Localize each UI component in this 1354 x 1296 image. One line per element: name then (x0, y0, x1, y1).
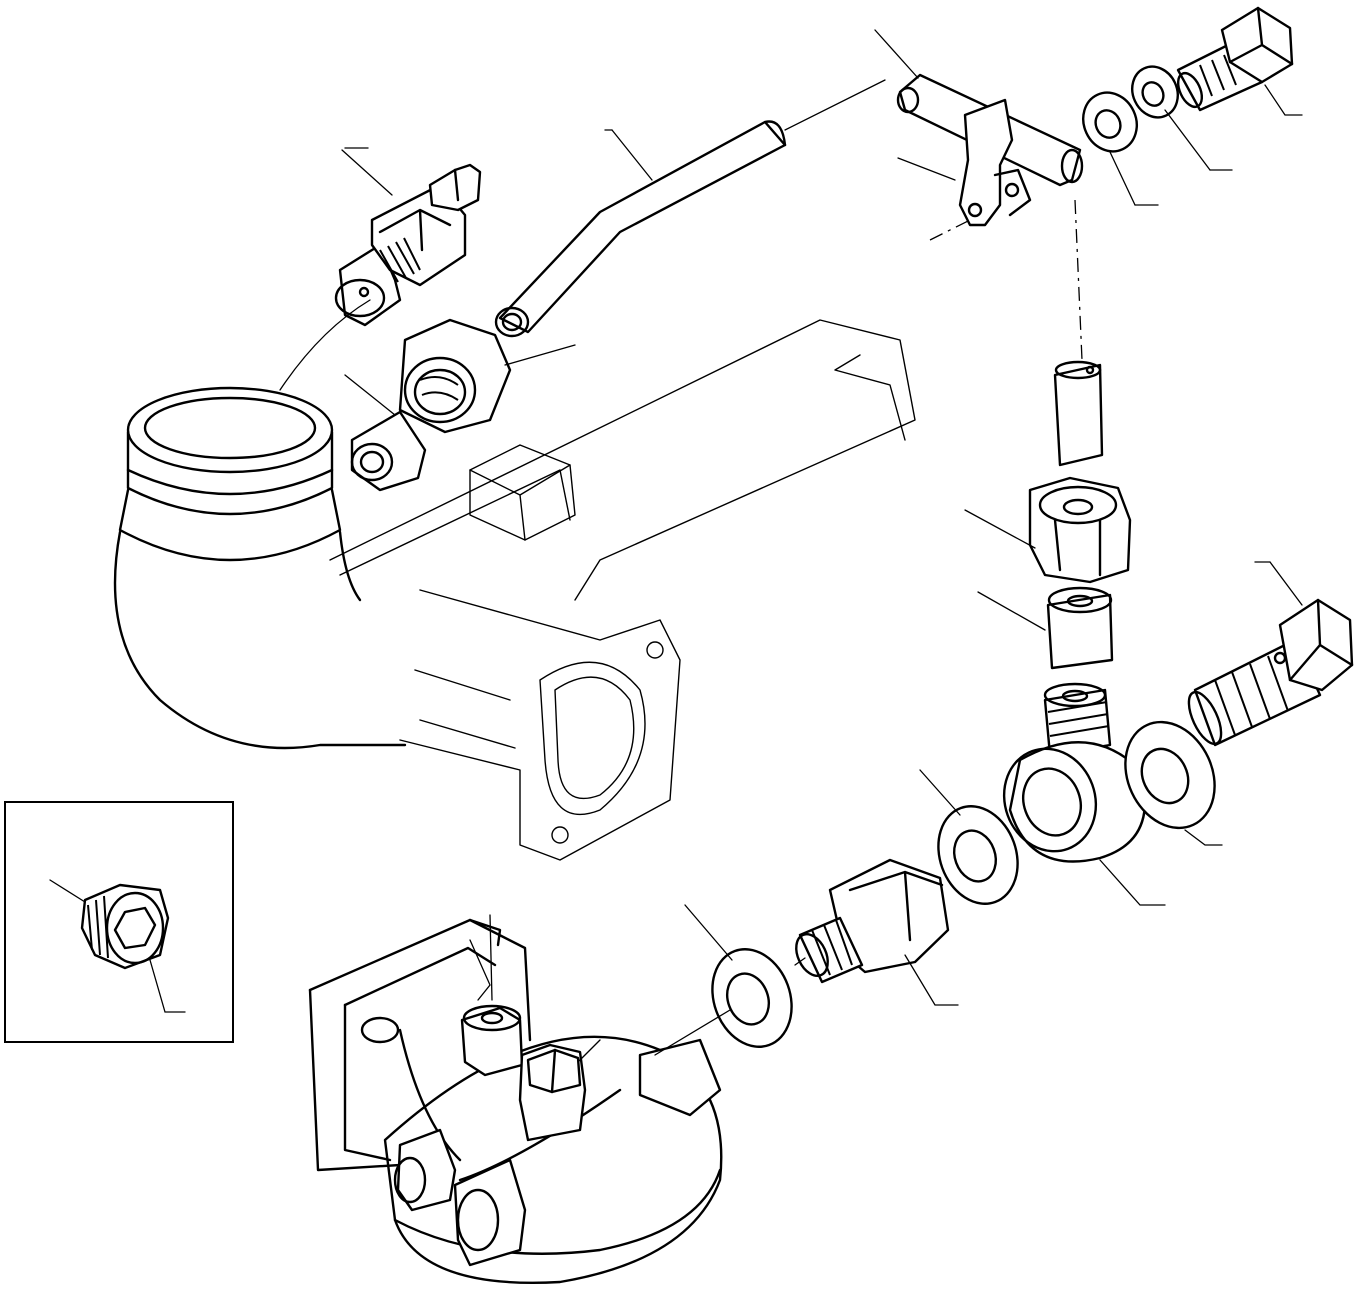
manifold-background (329, 319, 916, 861)
adaptor (795, 858, 959, 1006)
pipe-top-bracket (874, 29, 1084, 361)
washer-lower (684, 904, 806, 1048)
temperature-sender (279, 147, 482, 391)
washer-banjo-right (1124, 720, 1223, 846)
sleeve-right (977, 586, 1114, 670)
sleeve-upper (344, 374, 427, 492)
union-nut-upper (398, 318, 576, 434)
washer-top-1 (1082, 91, 1159, 206)
washer-banjo-left (919, 769, 1019, 905)
banjo-fitting (1002, 682, 1166, 906)
union-nut-right (964, 476, 1132, 584)
bolt-top (1176, 6, 1303, 116)
filter-head (308, 914, 731, 1284)
washer-top-2 (1131, 65, 1233, 171)
pipe-vertical (1053, 360, 1104, 467)
banjo-bolt (1187, 561, 1354, 747)
inset-plug-detail (4, 801, 234, 1043)
elbow-housing (113, 386, 407, 750)
pipe-upper (494, 79, 886, 338)
